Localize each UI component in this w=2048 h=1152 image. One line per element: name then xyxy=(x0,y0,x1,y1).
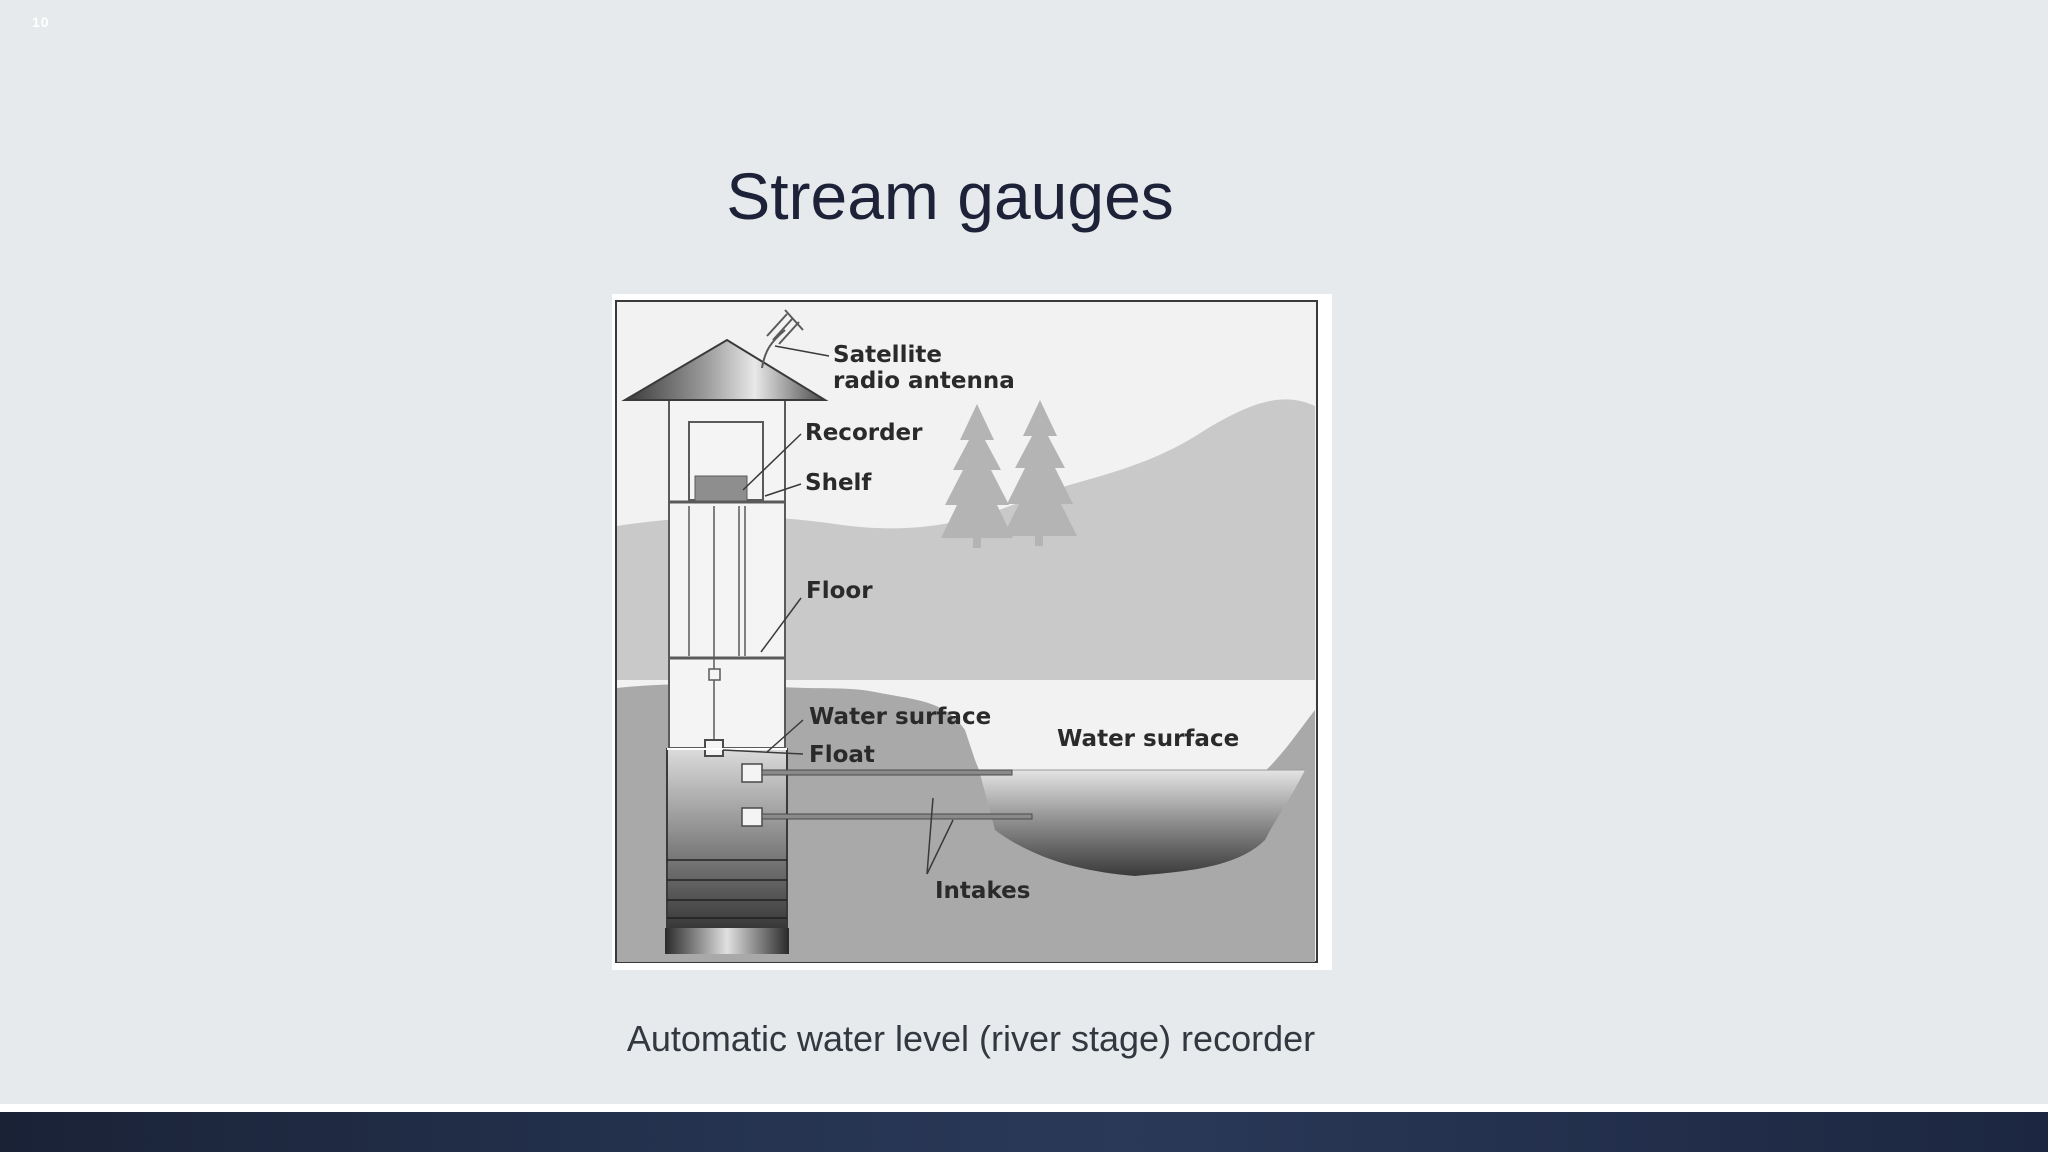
tree-icon xyxy=(941,400,1077,548)
label-satellite: Satellite xyxy=(833,342,942,368)
antenna-icon xyxy=(761,309,804,369)
intake-pipe xyxy=(761,813,1033,820)
label-floor: Floor xyxy=(806,578,873,604)
slide-title: Stream gauges xyxy=(726,159,1174,233)
footer-divider xyxy=(0,1104,2048,1112)
stream-gauge-diagram: Satellite radio antenna Recorder Shelf F… xyxy=(612,294,1332,970)
intake-box xyxy=(741,807,763,827)
label-shelf: Shelf xyxy=(805,470,872,496)
stilling-well xyxy=(667,748,787,948)
intake-pipe xyxy=(761,769,1013,776)
intake-box xyxy=(741,763,763,783)
slide-number: 10 xyxy=(32,14,50,30)
gauge-house xyxy=(668,397,786,749)
label-intakes: Intakes xyxy=(935,878,1030,904)
label-float: Float xyxy=(809,742,875,768)
figure-caption: Automatic water level (river stage) reco… xyxy=(626,1018,1316,1059)
label-radio-antenna: radio antenna xyxy=(833,368,1015,394)
label-water-surface-well: Water surface xyxy=(809,704,991,730)
label-water-surface-stream: Water surface xyxy=(1057,726,1239,752)
stream-water xyxy=(979,770,1305,876)
well-base xyxy=(665,928,789,954)
label-recorder: Recorder xyxy=(805,420,923,446)
footer-bar xyxy=(0,1112,2048,1152)
leader-lines xyxy=(722,345,954,875)
roof-shape xyxy=(621,338,829,401)
recorder-box xyxy=(694,475,748,503)
